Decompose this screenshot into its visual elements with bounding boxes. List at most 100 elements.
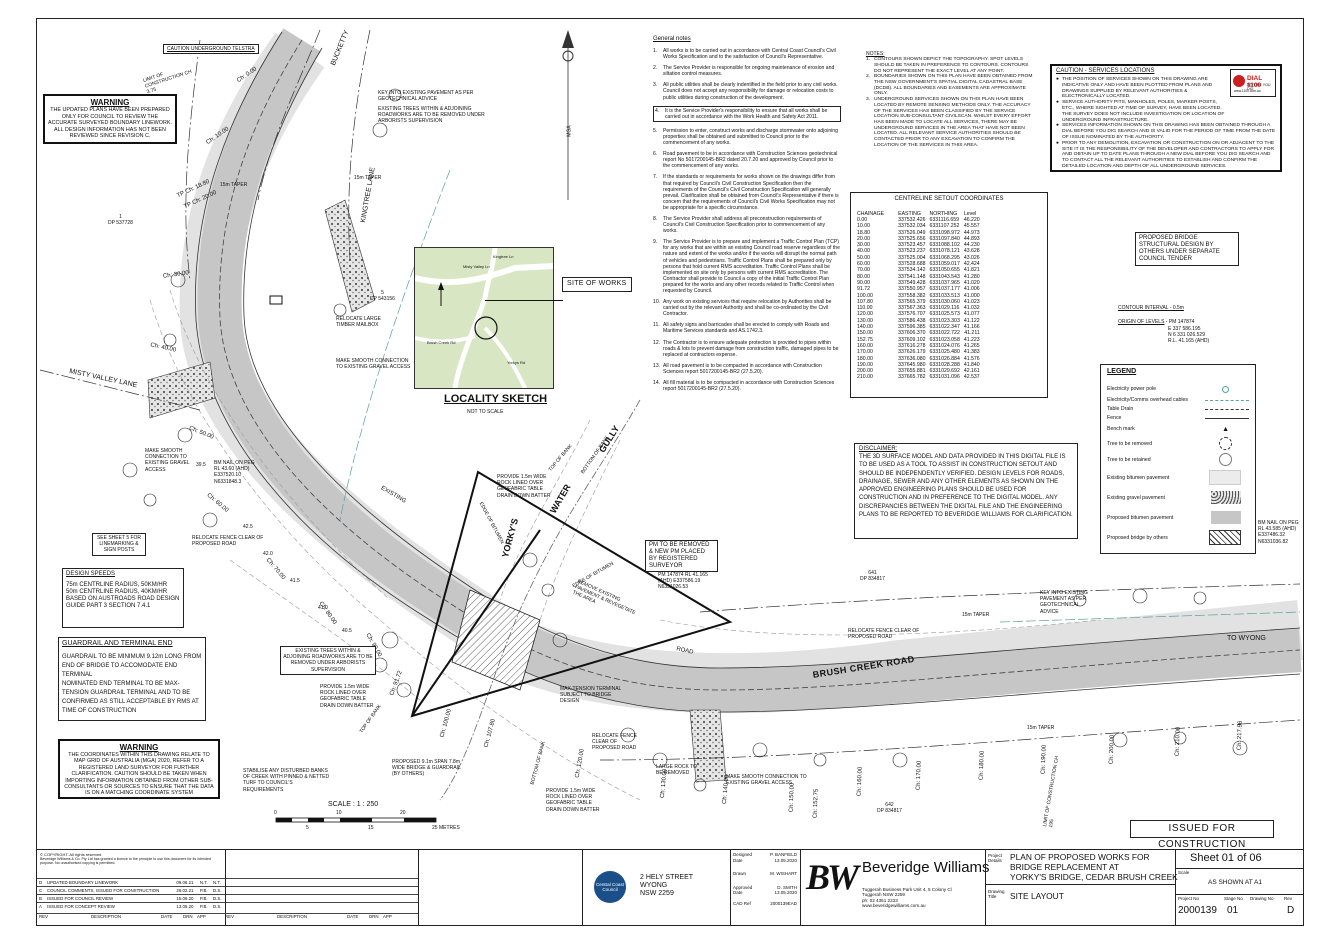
caution-services-title: CAUTION - SERVICES LOCATIONS bbox=[1056, 68, 1155, 74]
note-item: 1.CONTOURS SHOWN DEPICT THE TOPOGRAPHY. … bbox=[866, 57, 1034, 74]
general-note-item: 5.Permission to enter, construct works a… bbox=[653, 128, 841, 146]
rev-header: APP bbox=[383, 914, 392, 919]
setout-cell: 41.020 bbox=[963, 279, 980, 286]
setout-cell: 41.211 bbox=[964, 330, 980, 337]
scale-tick: 20 bbox=[400, 810, 406, 816]
designed-label: Designed bbox=[733, 852, 753, 857]
general-note-text: It is the Service Provider's responsibil… bbox=[665, 107, 828, 120]
tb-divider bbox=[582, 849, 583, 926]
copyright-title: © COPYRIGHT. All rights reserved bbox=[40, 852, 102, 857]
setout-cell: 41.122 bbox=[963, 317, 980, 324]
revision-cell: N.T. bbox=[211, 878, 225, 887]
caution-text: THE POSITION OF SERVICES SHOWN ON THIS D… bbox=[1062, 77, 1213, 100]
key-into-callout: KEY INTO EXISTING PAVEMENT AS PER GEOTEC… bbox=[378, 90, 474, 103]
street-label: Misty Valley Ln bbox=[463, 264, 490, 269]
revision-cell: N.T. bbox=[197, 878, 211, 887]
setout-cell: 130.00 bbox=[857, 317, 873, 324]
general-note-text: The Service Provider is to prepare and i… bbox=[663, 239, 840, 294]
guardrail-box: GUARDRAIL AND TERMINAL END GUARDRAIL TO … bbox=[58, 637, 206, 721]
rock-lined-callout: PROVIDE 1.5m WIDE ROCK LINED OVER GEOFAB… bbox=[320, 684, 374, 709]
title-block bbox=[36, 849, 1304, 926]
setout-cell: 41.023 bbox=[963, 298, 980, 305]
proposed-bridge bbox=[451, 589, 541, 691]
project-no: 2000139 bbox=[1178, 905, 1217, 916]
setout-cell: 6331050.655 bbox=[929, 267, 960, 274]
works-extent-outline bbox=[410, 470, 733, 718]
caution-item: ●SERVICE AUTHORITY PITS, MANHOLES, POLES… bbox=[1056, 100, 1276, 123]
design-speeds-title: DESIGN SPEEDS bbox=[66, 571, 116, 577]
guardrail-body: GUARDRAIL TO BE MINIMUM 9.12m LONG FROM … bbox=[62, 653, 202, 714]
setout-cell: 6331088.102 bbox=[929, 242, 960, 249]
setout-cell: 160.00 bbox=[857, 342, 873, 349]
general-notes: General notes 1.All works is to be carri… bbox=[653, 36, 841, 397]
setout-cell: 6331029.692 bbox=[929, 368, 960, 375]
general-note-item: 11.All safety signs and barricades shall… bbox=[653, 322, 841, 334]
proposed-bitumen-swatch bbox=[1211, 511, 1241, 524]
power-pole-icon bbox=[1222, 385, 1229, 393]
tb-divider bbox=[985, 849, 986, 926]
rock-lined-callout: PROVIDE 1.5m WIDE ROCK LINED OVER GEOFAB… bbox=[497, 474, 551, 499]
lot-642-label: 642 DP 834817 bbox=[877, 802, 902, 815]
tb-divider bbox=[730, 849, 731, 926]
fence-icon bbox=[1205, 417, 1249, 419]
setout-cell: 43.628 bbox=[963, 248, 980, 255]
drawing-title-label: Drawing Title bbox=[988, 889, 1005, 899]
setout-cell: 6331059.017 bbox=[929, 261, 960, 268]
general-note-item: 2.The Service Provider is responsible fo… bbox=[653, 65, 841, 77]
designed-date: 13.05.2020 bbox=[774, 857, 797, 863]
creek-centreline bbox=[439, 399, 641, 801]
drawn-label: Drawn bbox=[733, 871, 747, 877]
caution-item: ●SERVICES INFORMATION SHOWN ON THIS DRAW… bbox=[1056, 123, 1276, 140]
chainage-label: Ch: 180.00 bbox=[978, 750, 986, 781]
general-note-item: 8.The Service Provider shall address all… bbox=[653, 216, 841, 234]
setout-cell: 6331031.096 bbox=[929, 374, 960, 381]
general-note-item: 6.Road pavement to be in accordance with… bbox=[653, 151, 841, 169]
legend-item: Table Drain bbox=[1107, 405, 1249, 414]
setout-cell: 46.220 bbox=[963, 217, 980, 223]
general-note-item: 14.All fill material is to be compacted … bbox=[653, 380, 841, 392]
dial-before-you-dig-logo: DIAL 1100 BEFORE YOU DIG www.1100.com.au bbox=[1230, 69, 1276, 97]
notes-block: NOTES: 1.CONTOURS SHOWN DEPICT THE TOPOG… bbox=[866, 51, 1034, 148]
council-address: 2 HELY STREET WYONG NSW 2259 bbox=[640, 874, 694, 897]
scale-tick: 10 bbox=[336, 810, 342, 816]
chainage-label: Ch: 200.00 bbox=[1108, 734, 1116, 765]
warning-bottom-box: WARNING THE COORDINATES WITHIN THIS DRAW… bbox=[58, 739, 220, 799]
setout-cell: 6331022.722 bbox=[929, 330, 960, 337]
origin-northing: N 6 331 026.529 bbox=[1168, 332, 1205, 338]
setout-cell: 41.223 bbox=[963, 336, 980, 343]
scale-tick: 25 METRES bbox=[432, 825, 460, 831]
setout-cell: 6331097.840 bbox=[929, 235, 960, 242]
stage-value: 01 bbox=[1227, 905, 1239, 916]
contour-label: 41.5 bbox=[290, 578, 300, 584]
disclaimer-title: DISCLAIMER: bbox=[859, 446, 898, 452]
setout-cell: 200.00 bbox=[857, 368, 873, 375]
make-smooth-callout: MAKE SMOOTH CONNECTION TO EXISTING GRAVE… bbox=[336, 358, 411, 371]
stabilise-callout: STABILISE ANY DISTURBED BANKS OF CREEK W… bbox=[243, 768, 330, 793]
dial-sub: BEFORE YOU DIG bbox=[1247, 83, 1271, 91]
revision-cell: P.B. bbox=[197, 902, 211, 910]
setout-cell: 337541.148 bbox=[898, 273, 926, 280]
rev-header: DRN bbox=[369, 914, 379, 919]
revision-cell: 15.06.20 bbox=[174, 894, 198, 903]
setout-cell: 70.00 bbox=[857, 267, 870, 274]
setout-cell: 6331028.288 bbox=[929, 361, 960, 368]
legend-box: LEGEND Electricity power pole Electricit… bbox=[1100, 364, 1256, 554]
setout-cell: 337565.379 bbox=[898, 298, 926, 305]
revision-cell: P.B. bbox=[197, 886, 211, 895]
road-label-to-wyong: TO WYONG bbox=[1227, 635, 1266, 642]
legend-item: Proposed bitumen pavement bbox=[1107, 508, 1249, 528]
setout-cell: 337528.688 bbox=[898, 261, 926, 268]
setout-cell: 6331043.543 bbox=[929, 273, 960, 280]
setout-cell: 170.00 bbox=[857, 349, 873, 356]
taper-callout: 15m TAPER bbox=[1027, 725, 1055, 731]
legend-item: Existing gravel pavement bbox=[1107, 488, 1249, 508]
large-rock-callout: LARGE ROCK TO BE REMOVED bbox=[656, 764, 697, 777]
lot-641-label: 641 DP 834817 bbox=[860, 570, 885, 583]
setout-cell: 41.383 bbox=[963, 349, 980, 356]
setout-cell: 6331068.295 bbox=[929, 254, 960, 261]
setout-cell: 337532.426 bbox=[898, 217, 926, 223]
